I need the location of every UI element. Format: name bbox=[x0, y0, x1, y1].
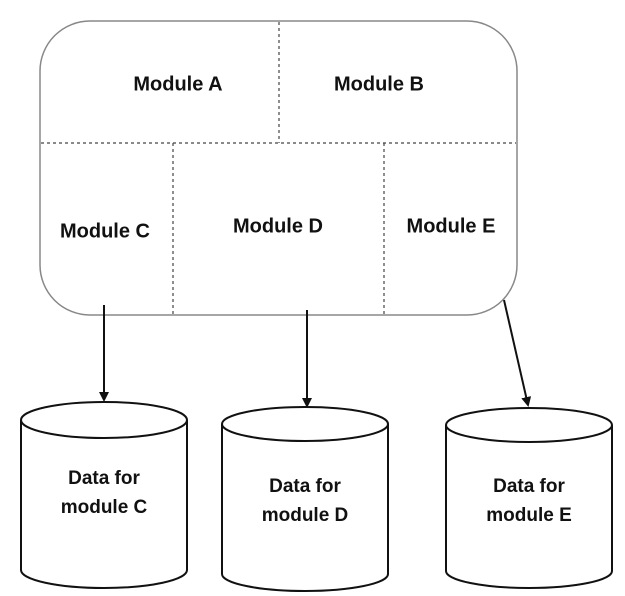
database-cylinder-body bbox=[221, 424, 389, 592]
module-a-label: Module A bbox=[133, 73, 222, 95]
module-d-label: Module D bbox=[233, 215, 323, 237]
database-cylinder-top bbox=[221, 406, 389, 442]
database-c-label-line2: module C bbox=[61, 497, 148, 518]
module-b-label: Module B bbox=[334, 73, 424, 95]
module-c-label: Module C bbox=[60, 220, 150, 242]
database-cylinder-body bbox=[445, 425, 613, 589]
database-cylinder-top bbox=[445, 407, 613, 443]
database-d-label-line1: Data for bbox=[269, 476, 341, 497]
module-e-label: Module E bbox=[407, 215, 496, 237]
arrow-module-e-to-data bbox=[503, 299, 532, 407]
database-c-label-line1: Data for bbox=[68, 468, 140, 489]
database-e-label-line1: Data for bbox=[493, 476, 565, 497]
database-cylinder-top bbox=[20, 401, 188, 439]
database-module-c: Data for module C bbox=[20, 401, 188, 589]
database-module-e: Data for module E bbox=[445, 407, 613, 589]
database-module-d: Data for module D bbox=[221, 406, 389, 592]
database-d-label-line2: module D bbox=[262, 505, 349, 526]
database-e-label-line2: module E bbox=[486, 505, 572, 526]
application-container bbox=[39, 20, 518, 316]
database-cylinder-body bbox=[20, 420, 188, 589]
